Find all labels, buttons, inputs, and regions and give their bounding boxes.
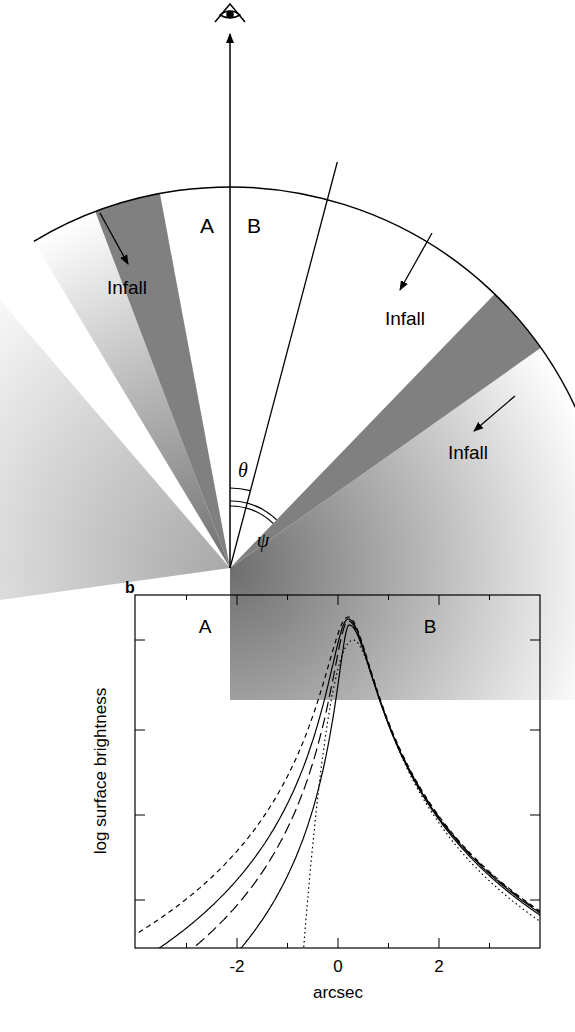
tick-label: 2: [434, 958, 443, 975]
infall-arrow: [100, 213, 128, 264]
outer-arc: [34, 187, 575, 413]
angle-arc: [230, 506, 273, 523]
region-letter: B: [424, 617, 437, 636]
tick-label: -2: [229, 958, 244, 975]
infall-label: Infall: [107, 278, 147, 297]
angle-symbol: ψ: [257, 530, 269, 550]
region-letter: B: [247, 215, 261, 236]
infall-label: Infall: [448, 443, 488, 462]
angle-arc: [230, 501, 277, 520]
panel-letter: b: [125, 580, 135, 596]
infall-arrow: [400, 233, 432, 290]
region-letter: A: [200, 215, 214, 236]
axis-ticks: [135, 595, 540, 948]
region-letter: A: [199, 617, 212, 636]
tick-label: 0: [333, 958, 342, 975]
angle-symbol: θ: [238, 460, 248, 480]
angle-arc: [230, 488, 250, 491]
plot-frame: [135, 595, 540, 948]
axis-title: log surface brightness: [92, 688, 109, 854]
infall-wedge: [230, 294, 541, 568]
infall-arrow: [474, 396, 515, 431]
profile-curves: [135, 617, 540, 948]
axis-title: arcsec: [313, 984, 363, 1001]
infall-wedge: [95, 194, 230, 569]
infall-label: Infall: [385, 309, 425, 328]
theta-line: [230, 162, 337, 568]
eye-symbol: [215, 4, 245, 22]
